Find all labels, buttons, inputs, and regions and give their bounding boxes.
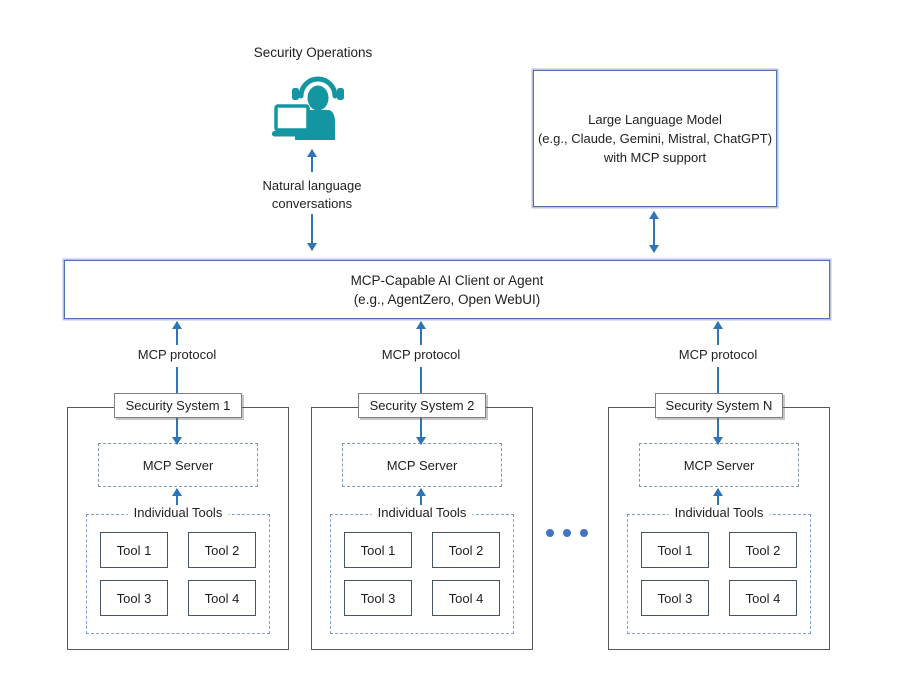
mcp-protocol-arrow-1 — [172, 321, 182, 345]
tool-box: Tool 4 — [729, 580, 797, 616]
conversation-down-arrow — [307, 214, 317, 251]
security-system-n-container: MCP Server Individual Tools Tool 1 Tool … — [608, 407, 830, 650]
tool-grid-3: Tool 1 Tool 2 Tool 3 Tool 4 — [628, 515, 810, 616]
mcp-client-box: MCP-Capable AI Client or Agent (e.g., Ag… — [64, 260, 830, 319]
mcp-client-line2: (e.g., AgentZero, Open WebUI) — [353, 291, 541, 307]
security-system-2-label: Security System 2 — [358, 393, 486, 418]
tool-box: Tool 1 — [344, 532, 412, 568]
conversation-label-line2: conversations — [271, 196, 353, 211]
mcp-protocol-label-1: MCP protocol — [137, 347, 217, 362]
security-operations-label: Security Operations — [253, 45, 373, 60]
tool-box: Tool 3 — [100, 580, 168, 616]
tool-box: Tool 1 — [641, 532, 709, 568]
tool-grid-1: Tool 1 Tool 2 Tool 3 Tool 4 — [87, 515, 269, 616]
tool-box: Tool 2 — [729, 532, 797, 568]
ellipsis-dot — [546, 529, 554, 537]
mcp-protocol-label-2: MCP protocol — [381, 347, 461, 362]
mcp-protocol-label-3: MCP protocol — [678, 347, 758, 362]
llm-box-line1: Large Language Model — [588, 112, 722, 127]
mcp-server-box-3: MCP Server — [639, 443, 799, 487]
conversation-label: Natural language conversations — [232, 177, 392, 213]
conversation-label-line1: Natural language — [262, 178, 362, 193]
conversation-up-arrow — [307, 149, 317, 172]
mcp-server-box-1: MCP Server — [98, 443, 258, 487]
individual-tools-title-3: Individual Tools — [668, 505, 770, 520]
llm-box-line3: with MCP support — [603, 150, 707, 165]
llm-box-line2: (e.g., Claude, Gemini, Mistral, ChatGPT) — [537, 131, 773, 146]
individual-tools-box-2: Individual Tools Tool 1 Tool 2 Tool 3 To… — [330, 505, 514, 634]
individual-tools-title-1: Individual Tools — [127, 505, 229, 520]
ellipsis-dot — [563, 529, 571, 537]
ellipsis — [546, 529, 588, 537]
security-system-2-container: MCP Server Individual Tools Tool 1 Tool … — [311, 407, 533, 650]
tool-box: Tool 2 — [432, 532, 500, 568]
tool-box: Tool 4 — [432, 580, 500, 616]
security-system-n-label: Security System N — [655, 393, 783, 418]
tool-box: Tool 3 — [641, 580, 709, 616]
tool-box: Tool 2 — [188, 532, 256, 568]
tool-grid-2: Tool 1 Tool 2 Tool 3 Tool 4 — [331, 515, 513, 616]
mcp-server-box-2: MCP Server — [342, 443, 502, 487]
individual-tools-title-2: Individual Tools — [371, 505, 473, 520]
llm-box: Large Language Model (e.g., Claude, Gemi… — [533, 70, 777, 207]
tool-box: Tool 4 — [188, 580, 256, 616]
individual-tools-box-1: Individual Tools Tool 1 Tool 2 Tool 3 To… — [86, 505, 270, 634]
tool-box: Tool 3 — [344, 580, 412, 616]
tool-box: Tool 1 — [100, 532, 168, 568]
ellipsis-dot — [580, 529, 588, 537]
support-agent-icon — [272, 76, 344, 140]
security-system-1-container: MCP Server Individual Tools Tool 1 Tool … — [67, 407, 289, 650]
llm-client-arrow — [649, 211, 659, 253]
mcp-client-line1: MCP-Capable AI Client or Agent — [350, 272, 544, 288]
mcp-protocol-arrow-3 — [713, 321, 723, 345]
individual-tools-box-3: Individual Tools Tool 1 Tool 2 Tool 3 To… — [627, 505, 811, 634]
security-system-1-label: Security System 1 — [114, 393, 242, 418]
mcp-protocol-arrow-2 — [416, 321, 426, 345]
